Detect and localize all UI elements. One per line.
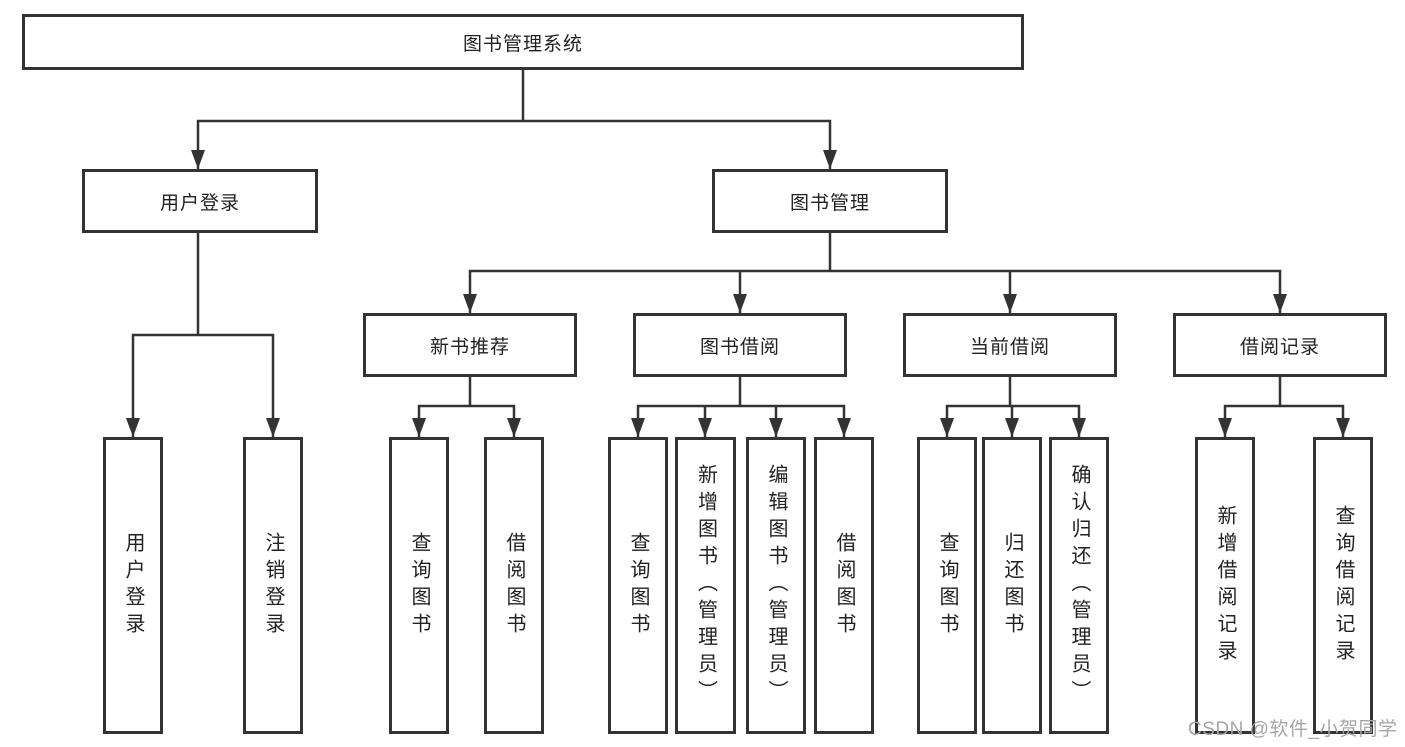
- leaf-recommend-borrow-books: 借阅图书: [484, 437, 544, 734]
- leaf-borrowing-add-books-admin: 新增图书（管理员）: [675, 437, 736, 734]
- node-book-management: 图书管理: [712, 169, 948, 233]
- leaf-borrowing-borrow-books: 借阅图书: [814, 437, 874, 734]
- leaf-current-confirm-return-admin: 确认归还（管理员）: [1049, 437, 1109, 734]
- leaf-records-add-record: 新增借阅记录: [1195, 437, 1255, 734]
- arrowheads: [126, 150, 1350, 437]
- node-borrow-records: 借阅记录: [1173, 313, 1387, 377]
- node-book-management-system: 图书管理系统: [22, 14, 1024, 70]
- leaf-records-query-record: 查询借阅记录: [1313, 437, 1373, 734]
- leaf-recommend-query-books: 查询图书: [389, 437, 449, 734]
- leaf-current-query-books: 查询图书: [917, 437, 977, 734]
- node-current-borrowing: 当前借阅: [903, 313, 1117, 377]
- node-new-book-recommend: 新书推荐: [363, 313, 577, 377]
- leaf-borrowing-edit-books-admin: 编辑图书（管理员）: [746, 437, 806, 734]
- watermark: CSDN @软件_小贺同学: [1188, 719, 1398, 740]
- leaf-current-return-books: 归还图书: [982, 437, 1042, 734]
- leaf-borrowing-query-books: 查询图书: [608, 437, 668, 734]
- leaf-user-login: 用户登录: [103, 437, 163, 734]
- node-book-borrowing: 图书借阅: [633, 313, 847, 377]
- node-user-login: 用户登录: [82, 169, 318, 233]
- leaf-logout: 注销登录: [243, 437, 303, 734]
